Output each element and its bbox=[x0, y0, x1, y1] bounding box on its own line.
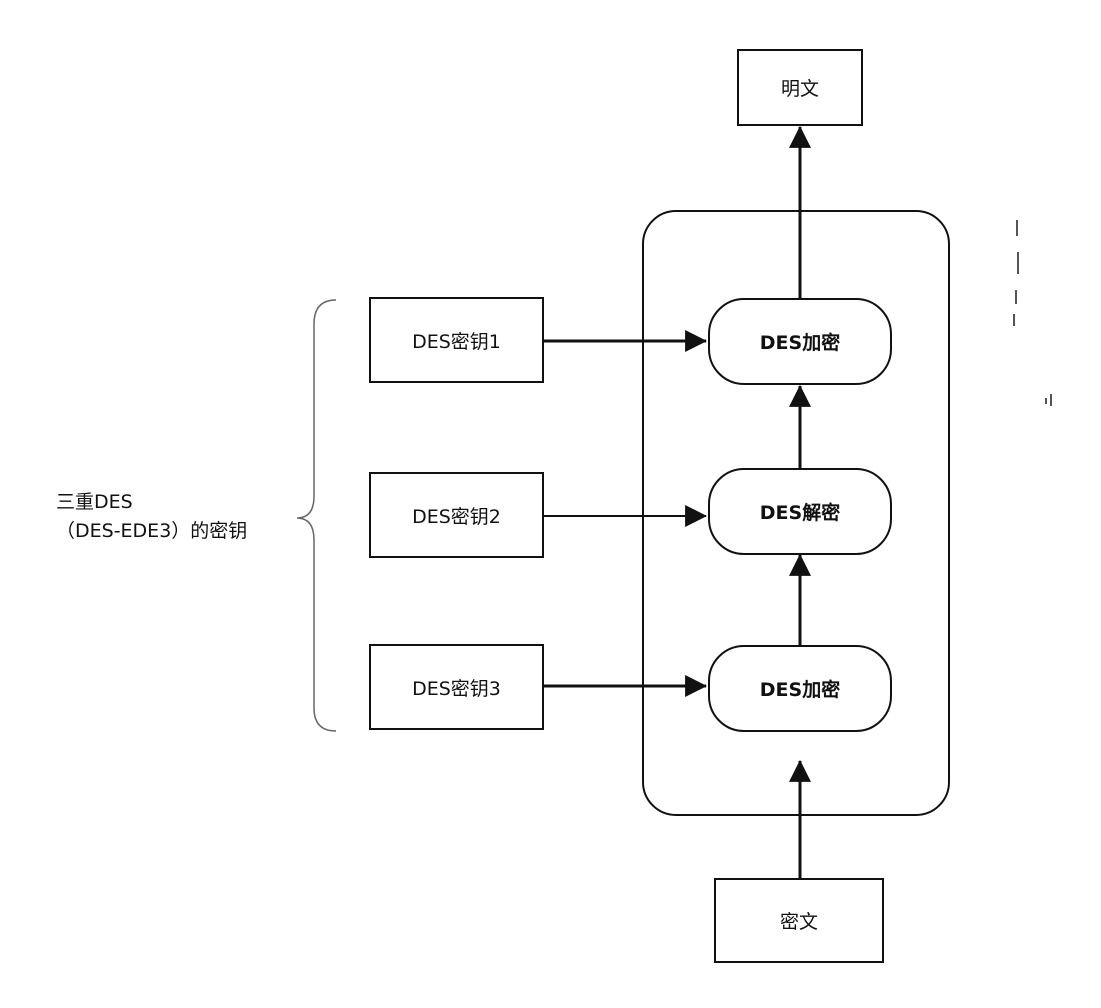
key-group-label-line2: （DES-EDE3）的密钥 bbox=[56, 520, 248, 542]
plaintext-box: 明文 bbox=[737, 49, 863, 126]
des-step-bottom: DES加密 bbox=[708, 645, 892, 732]
scan-speck bbox=[1016, 220, 1018, 236]
ciphertext-label: 密文 bbox=[779, 911, 818, 933]
key-group-brace bbox=[296, 299, 337, 732]
des-key1-box: DES密钥1 bbox=[369, 297, 544, 383]
des-step-top-label: DES加密 bbox=[759, 332, 841, 354]
des-key2-box: DES密钥2 bbox=[369, 472, 544, 558]
key-group-label: 三重DES （DES-EDE3）的密钥 bbox=[56, 488, 247, 546]
scan-speck bbox=[1045, 398, 1047, 404]
triple-des-process-container bbox=[642, 210, 950, 816]
des-key3-label: DES密钥3 bbox=[412, 677, 501, 700]
scan-speck bbox=[1013, 314, 1015, 326]
plaintext-label: 明文 bbox=[780, 78, 819, 100]
des-step-bottom-label: DES加密 bbox=[759, 679, 841, 701]
des-step-middle: DES解密 bbox=[708, 468, 892, 555]
des-step-middle-label: DES解密 bbox=[759, 502, 841, 524]
des-key1-label: DES密钥1 bbox=[412, 330, 501, 353]
scan-speck bbox=[1017, 252, 1019, 274]
des-step-top: DES加密 bbox=[708, 298, 892, 385]
des-key3-box: DES密钥3 bbox=[369, 644, 544, 730]
des-key2-label: DES密钥2 bbox=[412, 505, 501, 528]
scan-speck bbox=[1015, 290, 1017, 304]
key-group-label-line1: 三重DES bbox=[56, 491, 133, 513]
ciphertext-box: 密文 bbox=[714, 878, 884, 963]
scan-speck bbox=[1050, 394, 1052, 406]
